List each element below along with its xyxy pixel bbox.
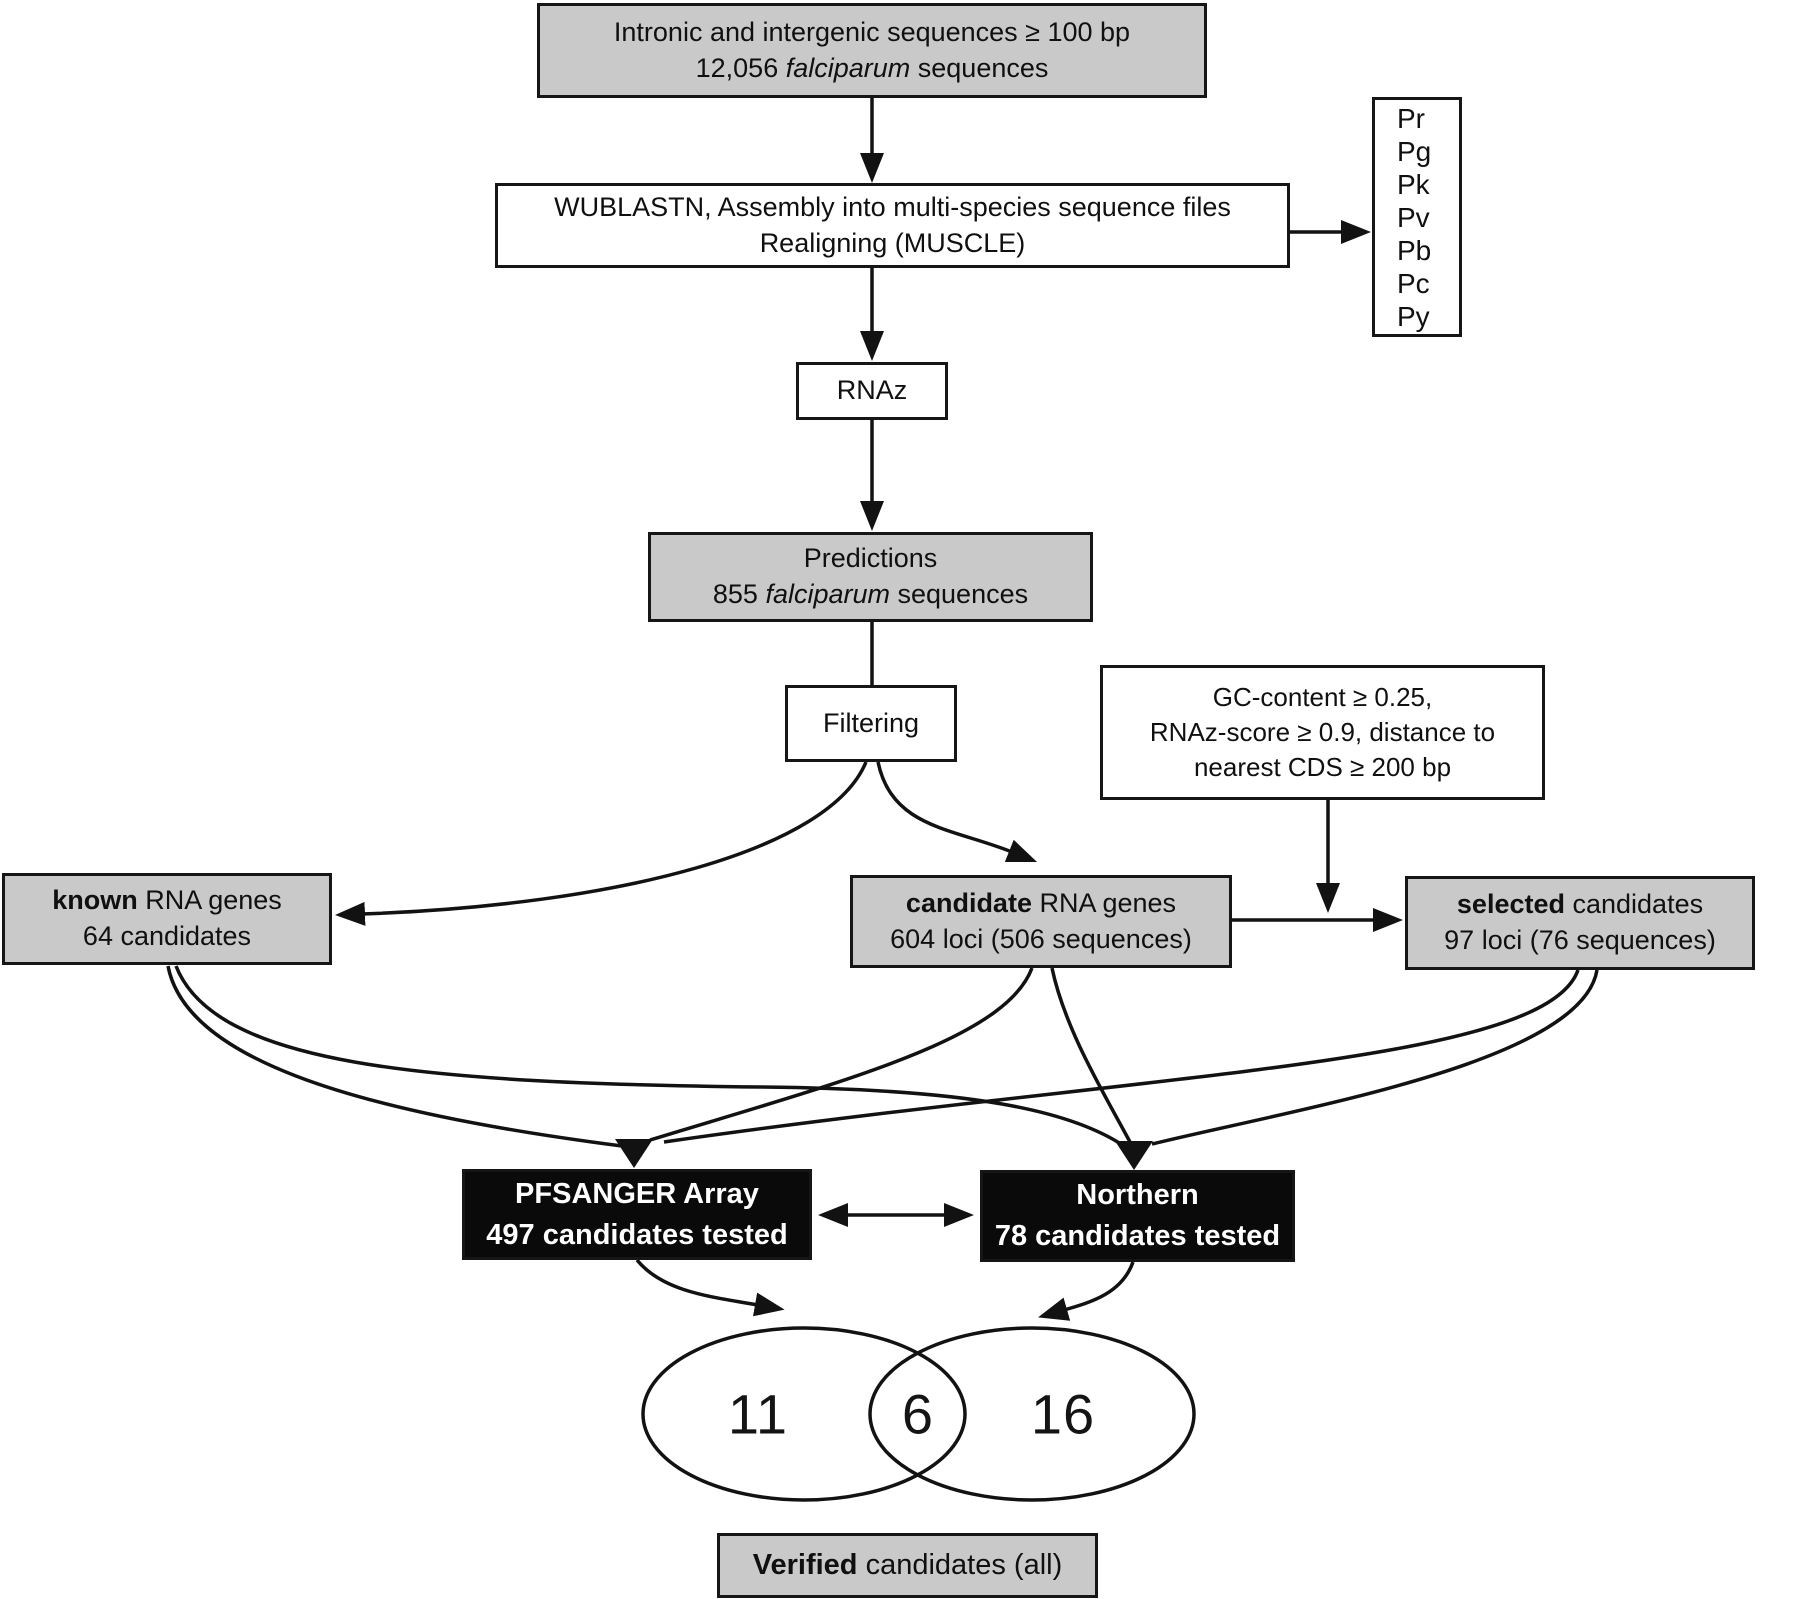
- predictions-box: Predictions 855 falciparum sequences: [648, 532, 1093, 622]
- wublastn-box: WUBLASTN, Assembly into multi-species se…: [495, 183, 1290, 268]
- northern-box: Northern 78 candidates tested: [980, 1170, 1295, 1262]
- input-sequences-line2: 12,056 falciparum sequences: [695, 52, 1049, 83]
- venn-overlap-count: 6: [901, 1382, 935, 1446]
- predictions-line2: 855 falciparum sequences: [712, 579, 1029, 609]
- filtering-label: Filtering: [822, 707, 920, 738]
- northern-line1: Northern: [1076, 1179, 1199, 1212]
- species-item: Pv: [1397, 201, 1430, 233]
- verified-line: Verified candidates (all): [752, 1549, 1063, 1582]
- pfsanger-line1: PFSANGER Array: [515, 1177, 759, 1210]
- curve-known-to-northern: [174, 965, 1125, 1148]
- rnaz-box: RNAz: [796, 362, 948, 420]
- wublastn-line2: Realigning (MUSCLE): [759, 227, 1026, 258]
- gc-filter-box: GC-content ≥ 0.25, RNAz-score ≥ 0.9, dis…: [1100, 665, 1545, 800]
- selected-line1: selected candidates: [1456, 889, 1704, 920]
- venn-right-ellipse: [868, 1326, 1196, 1502]
- curve-candidate-to-array: [649, 967, 1034, 1142]
- arrowhead-link-right: [944, 1203, 974, 1227]
- northern-line2: 78 candidates tested: [994, 1220, 1281, 1252]
- species-item: Pr: [1397, 102, 1425, 134]
- predictions-line1: Predictions: [803, 543, 938, 574]
- rnaz-label: RNAz: [836, 375, 908, 406]
- arrow-northern-to-venn: [1038, 1261, 1135, 1321]
- species-item: Py: [1397, 300, 1430, 332]
- curve-selected-to-array: [663, 969, 1580, 1144]
- venn-array-only-count: 11: [727, 1382, 789, 1446]
- candidate-rna-genes-box: candidate RNA genes 604 loci (506 sequen…: [850, 875, 1232, 968]
- known-line1: known RNA genes: [52, 885, 282, 916]
- species-item: Pb: [1397, 234, 1432, 266]
- verified-candidates-box: Verified candidates (all): [717, 1533, 1098, 1598]
- species-item: Pc: [1397, 267, 1430, 299]
- gc-filter-line1: GC-content ≥ 0.25,: [1212, 681, 1433, 712]
- species-item: Pk: [1397, 168, 1430, 200]
- gc-filter-line2: RNAz-score ≥ 0.9, distance to: [1149, 716, 1496, 747]
- input-sequences-box: Intronic and intergenic sequences ≥ 100 …: [537, 3, 1207, 98]
- input-sequences-line1: Intronic and intergenic sequences ≥ 100 …: [613, 16, 1131, 47]
- candidate-line1: candidate RNA genes: [905, 887, 1177, 918]
- known-rna-genes-box: known RNA genes 64 candidates: [2, 873, 332, 965]
- curve-selected-to-northern: [1151, 969, 1599, 1146]
- arrow-array-to-venn: [635, 1258, 785, 1317]
- arrow-filtering-to-candidate: [876, 761, 1038, 863]
- arrowhead-link-left: [818, 1203, 848, 1227]
- pfsanger-array-box: PFSANGER Array 497 candidates tested: [462, 1169, 812, 1260]
- arrowhead-into-northern: [1115, 1141, 1153, 1170]
- gc-filter-line3: nearest CDS ≥ 200 bp: [1193, 752, 1452, 783]
- species-item: Pg: [1397, 135, 1432, 167]
- wublastn-line1: WUBLASTN, Assembly into multi-species se…: [554, 191, 1231, 222]
- known-line2: 64 candidates: [82, 921, 252, 951]
- venn-left-ellipse: [641, 1326, 967, 1502]
- curve-known-to-array: [166, 965, 623, 1148]
- selected-line2: 97 loci (76 sequences): [1444, 925, 1716, 955]
- venn-northern-only-count: 16: [1030, 1382, 1096, 1446]
- curve-candidate-to-northern: [1050, 967, 1132, 1143]
- species-list-box: Pr Pg Pk Pv Pb Pc Py: [1372, 97, 1462, 337]
- arrowhead-into-array: [615, 1139, 653, 1168]
- selected-candidates-box: selected candidates 97 loci (76 sequence…: [1405, 876, 1755, 970]
- arrow-filtering-to-known: [335, 761, 868, 926]
- filtering-box: Filtering: [785, 685, 957, 762]
- candidate-line2: 604 loci (506 sequences): [890, 923, 1192, 954]
- pfsanger-line2: 497 candidates tested: [486, 1218, 788, 1251]
